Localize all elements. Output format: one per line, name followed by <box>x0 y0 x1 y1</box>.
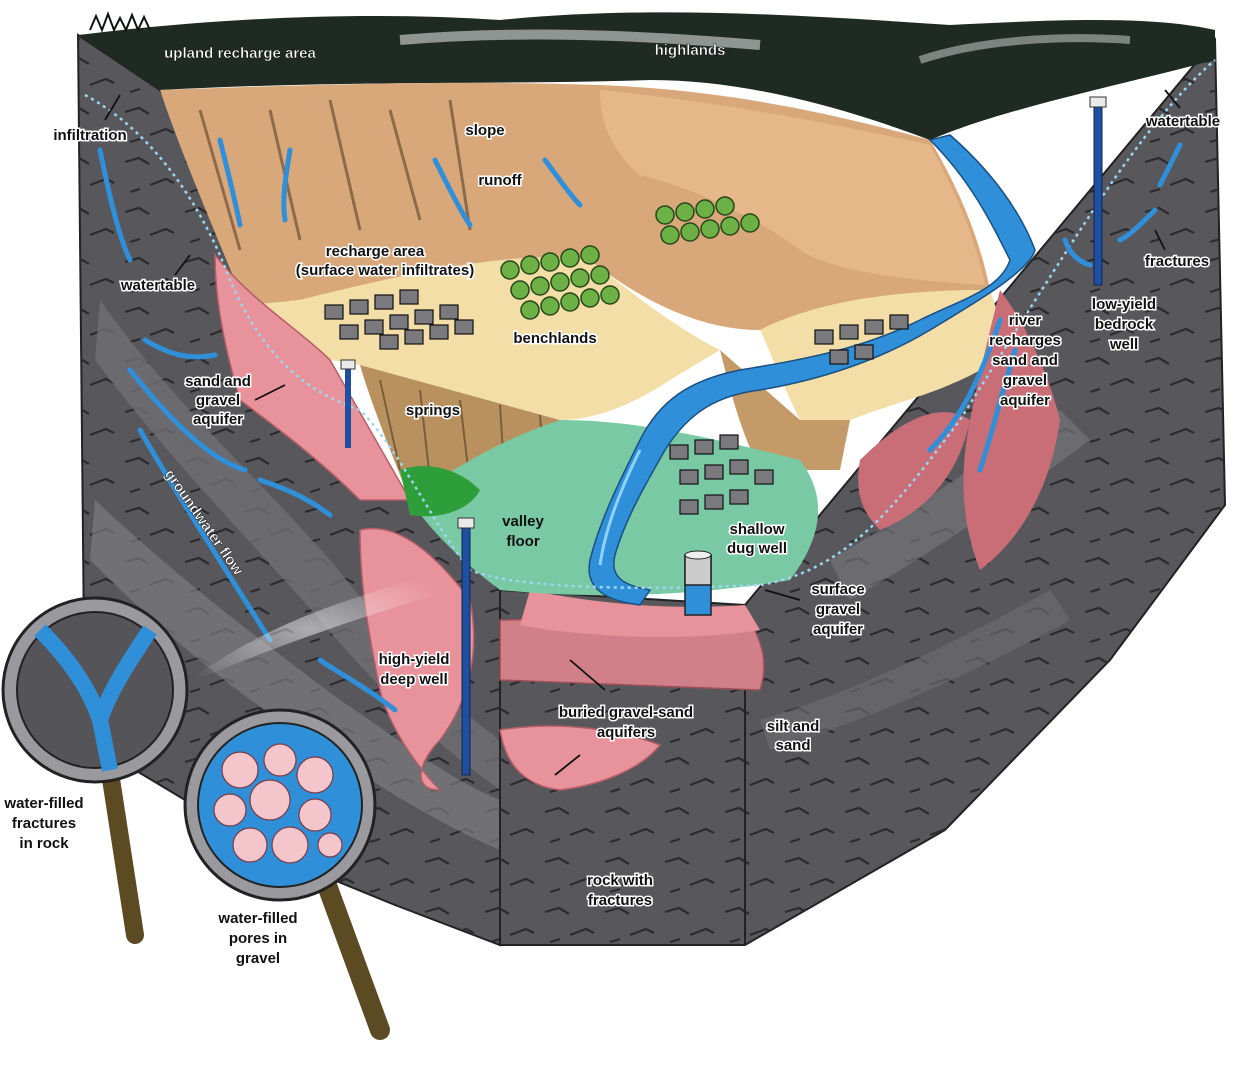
label-river-recharges-1: river <box>1009 312 1042 329</box>
label-surface-gravel-2: gravel <box>816 601 860 618</box>
label-runoff: runoff <box>478 172 522 189</box>
label-buried-2: aquifers <box>597 724 655 741</box>
dug-well <box>684 550 712 616</box>
orchard-trees <box>500 196 760 320</box>
label-pores-in-gravel-1: water-filled <box>217 910 297 927</box>
label-pores-in-gravel-2: pores in <box>229 930 287 947</box>
label-high-yield-2: deep well <box>380 671 448 688</box>
sand-gravel-well <box>340 359 356 448</box>
label-fractures: fractures <box>1145 253 1209 270</box>
label-surface-gravel-1: surface <box>811 581 864 598</box>
label-low-yield-3: well <box>1109 336 1138 353</box>
label-watertable-left: watertable <box>120 277 195 294</box>
label-upland-recharge-area: upland recharge area <box>164 45 316 62</box>
label-rock-fractures-2: fractures <box>588 892 652 909</box>
label-shallow-dug-well-1: shallow <box>729 521 784 538</box>
label-river-recharges-4: gravel <box>1003 372 1047 389</box>
label-sand-gravel-3: aquifer <box>193 411 243 428</box>
aquifer-layers <box>214 252 1060 791</box>
label-pores-in-gravel-3: gravel <box>236 950 280 967</box>
label-buried-1: buried gravel-sand <box>559 704 693 721</box>
leader-arrows <box>104 89 1181 776</box>
label-fractures-in-rock-2: fractures <box>12 815 76 832</box>
label-rock-fractures-1: rock with <box>587 872 653 889</box>
label-river-recharges-2: recharges <box>989 332 1061 349</box>
label-watertable-right: watertable <box>1145 113 1220 130</box>
label-low-yield-1: low-yield <box>1092 296 1156 313</box>
upland-forest <box>78 11 1215 140</box>
river <box>588 134 1036 606</box>
label-river-recharges-3: sand and <box>992 352 1058 369</box>
label-valley-floor-2: floor <box>506 533 539 550</box>
lens-fractures <box>1 560 470 944</box>
slope-terrain <box>160 82 990 331</box>
label-low-yield-2: bedrock <box>1095 316 1154 333</box>
label-fractures-in-rock-3: in rock <box>19 835 69 852</box>
label-sand-gravel-2: gravel <box>196 392 240 409</box>
label-river-recharges-5: aquifer <box>1000 392 1050 409</box>
label-springs: springs <box>406 402 460 419</box>
flow-arrows <box>97 137 1183 713</box>
label-slope: slope <box>465 122 504 139</box>
watertable-lines <box>84 59 1216 590</box>
label-benchlands: benchlands <box>513 330 596 347</box>
label-sand-gravel-1: sand and <box>185 373 251 390</box>
deep-well <box>457 517 475 776</box>
label-fractures-in-rock-1: water-filled <box>3 795 83 812</box>
low-yield-well <box>1089 96 1107 286</box>
label-surface-gravel-3: aquifer <box>813 621 863 638</box>
lens-pores <box>183 708 390 1040</box>
label-silt-sand-2: sand <box>775 737 810 754</box>
label-shallow-dug-well-2: dug well <box>727 540 787 557</box>
label-high-yield-1: high-yield <box>379 651 450 668</box>
label-infiltration: infiltration <box>53 127 126 144</box>
label-recharge-area-1: recharge area <box>326 243 425 260</box>
label-valley-floor-1: valley <box>502 513 544 530</box>
label-highlands: highlands <box>655 42 726 59</box>
label-silt-sand-1: silt and <box>767 718 820 735</box>
label-recharge-area-2: (surface water infiltrates) <box>296 262 474 279</box>
houses <box>324 289 909 515</box>
